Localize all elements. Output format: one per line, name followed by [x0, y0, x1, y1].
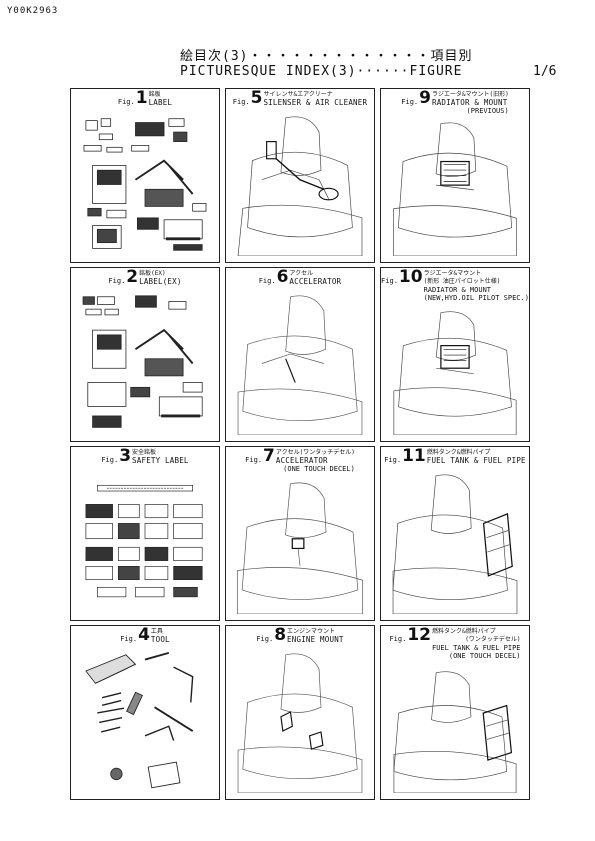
figure-title-jp: エンジンマウント [287, 628, 336, 635]
figure-title-en: ACCELERATOR [275, 456, 328, 465]
figure-cell-9[interactable]: Fig. 9 ラジエータ&マウント(旧形)RADIATOR & MOUNT(PR… [380, 88, 530, 263]
label-sheet-illustration [77, 113, 213, 256]
fig-prefix: Fig. [256, 635, 274, 643]
figure-title-en: FUEL TANK & FUEL PIPE [432, 644, 521, 652]
figure-number: 8 [274, 625, 287, 645]
figure-number: 1 [135, 88, 148, 108]
figure-title-en: SAFETY LABEL [132, 456, 189, 465]
accelerator-one-touch-decel-illustration [232, 479, 368, 615]
figure-cell-12[interactable]: Fig. 12 燃料タンク&燃料パイプ(ワンタッチデセル)FUEL TANK &… [380, 625, 530, 800]
figure-title-en: FUEL TANK & FUEL PIPE [426, 456, 526, 465]
accelerator-illustration [232, 292, 368, 436]
figure-title-jp: サイレンサ&エアクリーナ [263, 91, 333, 98]
page-number: 1/6 [533, 64, 557, 79]
figure-title-en: ENGINE MOUNT [287, 635, 344, 644]
figure-number: 2 [126, 267, 139, 287]
figure-number: 12 [407, 625, 431, 645]
fig-prefix: Fig. [384, 456, 402, 464]
figure-title-extra: (ONE TOUCH DECEL) [448, 652, 521, 660]
figure-number: 4 [138, 625, 150, 645]
fig-prefix: Fig. [381, 277, 398, 285]
engine-mount-illustration [232, 650, 368, 794]
fig-prefix: Fig. [258, 277, 276, 285]
document-code: Y00K2963 [7, 6, 59, 16]
figure-title-en: ACCELERATOR [289, 277, 342, 286]
figure-title-extra: (NEW,HYD.OIL PILOT SPEC.) [423, 294, 529, 302]
figure-title-jp: 燃料タンク&燃料パイプ [426, 449, 491, 456]
fig-prefix: Fig. [401, 98, 419, 106]
figure-title-en: LABEL(EX) [139, 277, 182, 286]
fig-prefix: Fig. [101, 456, 119, 464]
figure-title-en: RADIATOR & MOUNT [431, 98, 508, 107]
figure-title-spec-jp: (新形 油圧パイロット仕様) [423, 278, 501, 285]
figure-caption: Fig. 9 ラジエータ&マウント(旧形)RADIATOR & MOUNT(PR… [381, 88, 529, 116]
figure-title-jp: ラジエータ&マウント [423, 270, 482, 277]
figure-title-en: LABEL [148, 98, 173, 107]
figure-title-jp: アクセル(ワンタッチデセル) [275, 449, 355, 456]
figure-number: 7 [263, 446, 275, 466]
figure-title-en: TOOL [150, 635, 170, 644]
figure-number: 11 [402, 446, 426, 466]
figure-number: 9 [419, 88, 431, 108]
figure-number: 10 [398, 267, 423, 287]
safety-label-sheet-illustration [77, 471, 213, 614]
page-title-japanese: 絵目次(3)・・・・・・・・・・・・・項目別 [180, 49, 473, 64]
figure-title-jp: 銘板 [148, 91, 161, 98]
figure-cell-7[interactable]: Fig. 7 アクセル(ワンタッチデセル)ACCELERATOR(ONE TOU… [225, 446, 375, 621]
silencer-air-cleaner-illustration [232, 113, 368, 257]
figure-number: 6 [276, 267, 289, 287]
figure-title-en: RADIATOR & MOUNT [423, 286, 492, 294]
figure-title-jp: 安全銘板 [132, 449, 157, 456]
radiator-mount-new-illustration [387, 308, 523, 436]
figure-cell-2[interactable]: Fig. 2 銘板(EX)LABEL(EX) [70, 267, 220, 442]
figure-title-spec-jp: (ワンタッチデセル) [465, 636, 521, 643]
figure-caption: Fig. 2 銘板(EX)LABEL(EX) [71, 267, 219, 287]
figure-title-jp: アクセル [289, 270, 314, 277]
figure-caption: Fig. 12 燃料タンク&燃料パイプ(ワンタッチデセル)FUEL TANK &… [381, 625, 529, 661]
fuel-tank-pipe-one-touch-illustration [387, 668, 523, 794]
fig-prefix: Fig. [117, 98, 135, 106]
fig-prefix: Fig. [120, 635, 138, 643]
figure-title-extra: (PREVIOUS) [466, 107, 509, 115]
fig-prefix: Fig. [108, 277, 126, 285]
figure-caption: Fig. 7 アクセル(ワンタッチデセル)ACCELERATOR(ONE TOU… [226, 446, 374, 474]
figure-title-jp: 工具 [150, 628, 163, 635]
figure-number: 5 [250, 88, 263, 108]
figure-caption: Fig. 10 ラジエータ&マウント(新形 油圧パイロット仕様)RADIATOR… [381, 267, 529, 303]
figure-number: 3 [119, 446, 132, 466]
figure-cell-10[interactable]: Fig. 10 ラジエータ&マウント(新形 油圧パイロット仕様)RADIATOR… [380, 267, 530, 442]
figure-title-extra: (ONE TOUCH DECEL) [283, 465, 355, 473]
figure-title-jp: ラジエータ&マウント(旧形) [431, 91, 509, 98]
fuel-tank-pipe-illustration [387, 471, 523, 615]
figure-title-jp: 銘板(EX) [139, 270, 166, 277]
fig-prefix: Fig. [389, 635, 407, 643]
fig-prefix: Fig. [232, 98, 250, 106]
page-title-english: PICTURESQUE INDEX(3)······FIGURE [180, 64, 463, 79]
fig-prefix: Fig. [245, 456, 263, 464]
tool-set-illustration [77, 650, 213, 793]
radiator-mount-illustration [387, 119, 523, 257]
figure-title-jp: 燃料タンク&燃料パイプ [432, 628, 496, 635]
figure-title-en: SILENSER & AIR CLEANER [263, 98, 368, 107]
label-ex-sheet-illustration [77, 292, 213, 435]
